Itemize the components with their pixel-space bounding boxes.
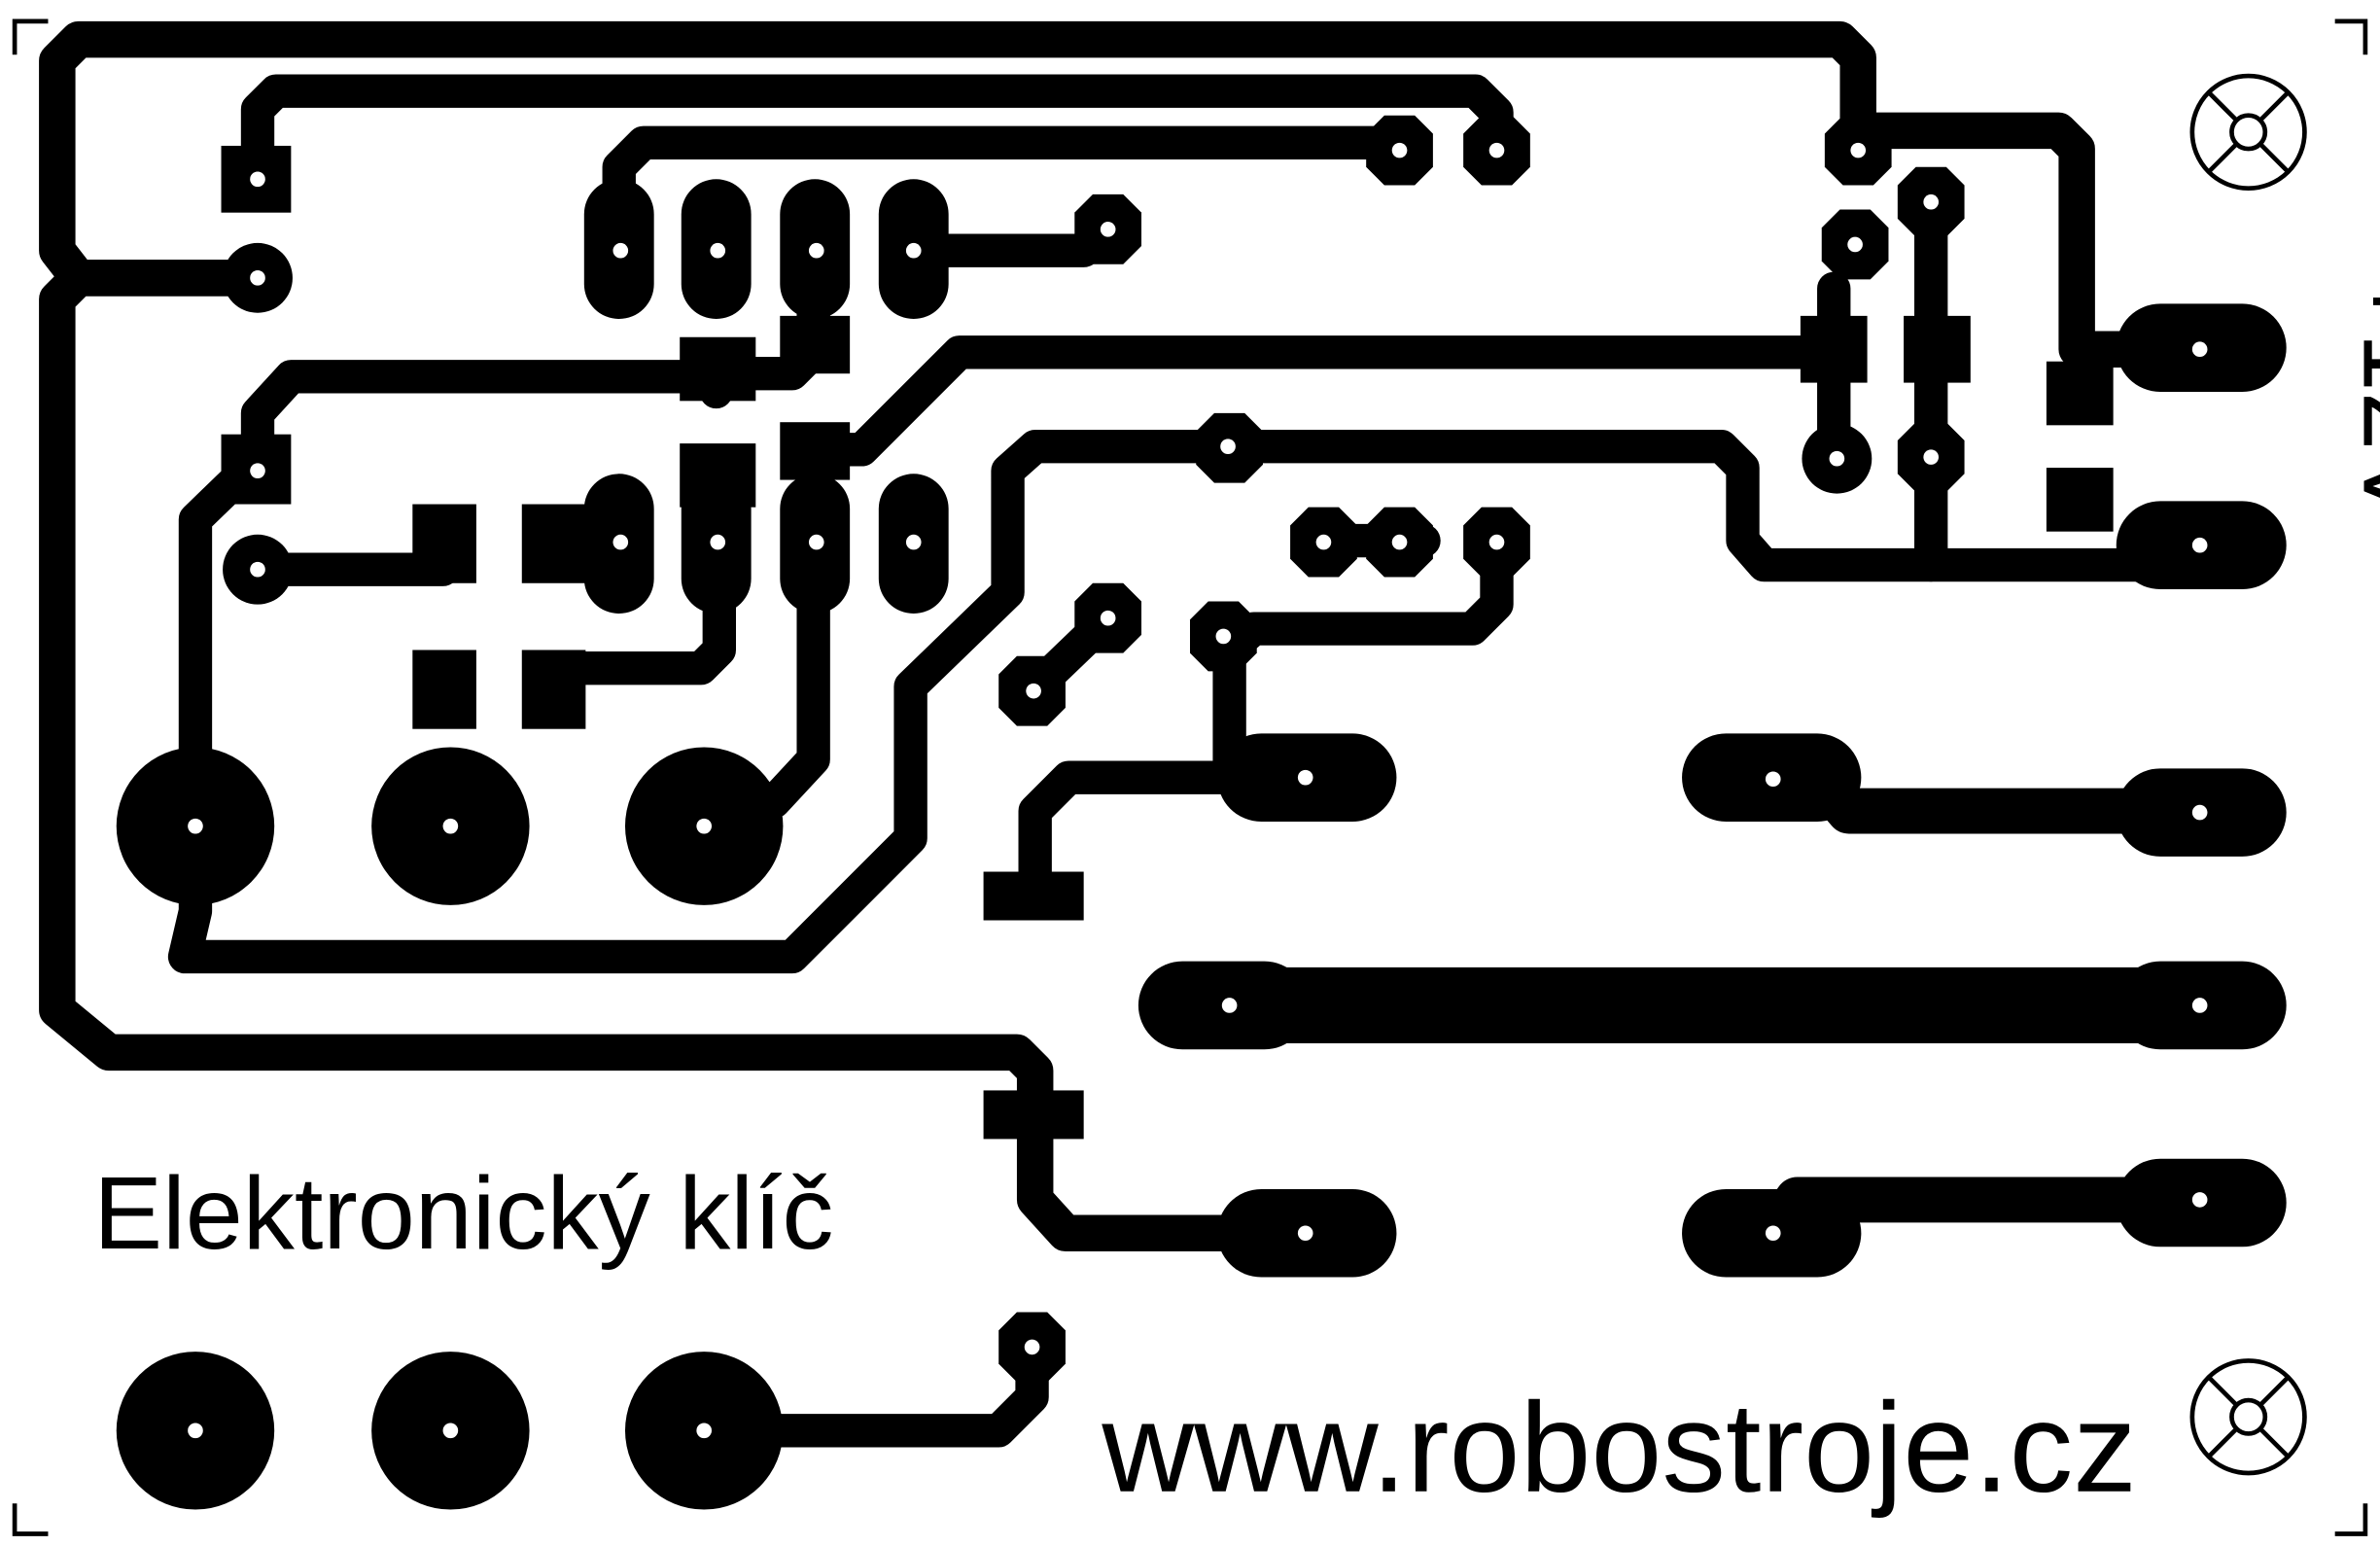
corner-marks bbox=[12, 18, 2368, 1536]
crop-mark-icon bbox=[2334, 1503, 2368, 1536]
crop-mark-icon bbox=[12, 18, 49, 55]
crop-mark-icon bbox=[12, 1503, 49, 1536]
mounting-holes bbox=[2189, 73, 2307, 1476]
supply-voltage-label: +12V- bbox=[2340, 270, 2380, 551]
crop-mark-icon bbox=[2334, 18, 2368, 55]
board-title: Elektronický klíč bbox=[93, 1155, 833, 1271]
crosshair-circle-icon bbox=[2189, 73, 2307, 192]
crosshair-circle-icon bbox=[2189, 1358, 2307, 1476]
drill-holes bbox=[188, 142, 2208, 1439]
large-round-pads bbox=[116, 747, 784, 1510]
website-label: www.robostroje.cz bbox=[1101, 1376, 2136, 1519]
